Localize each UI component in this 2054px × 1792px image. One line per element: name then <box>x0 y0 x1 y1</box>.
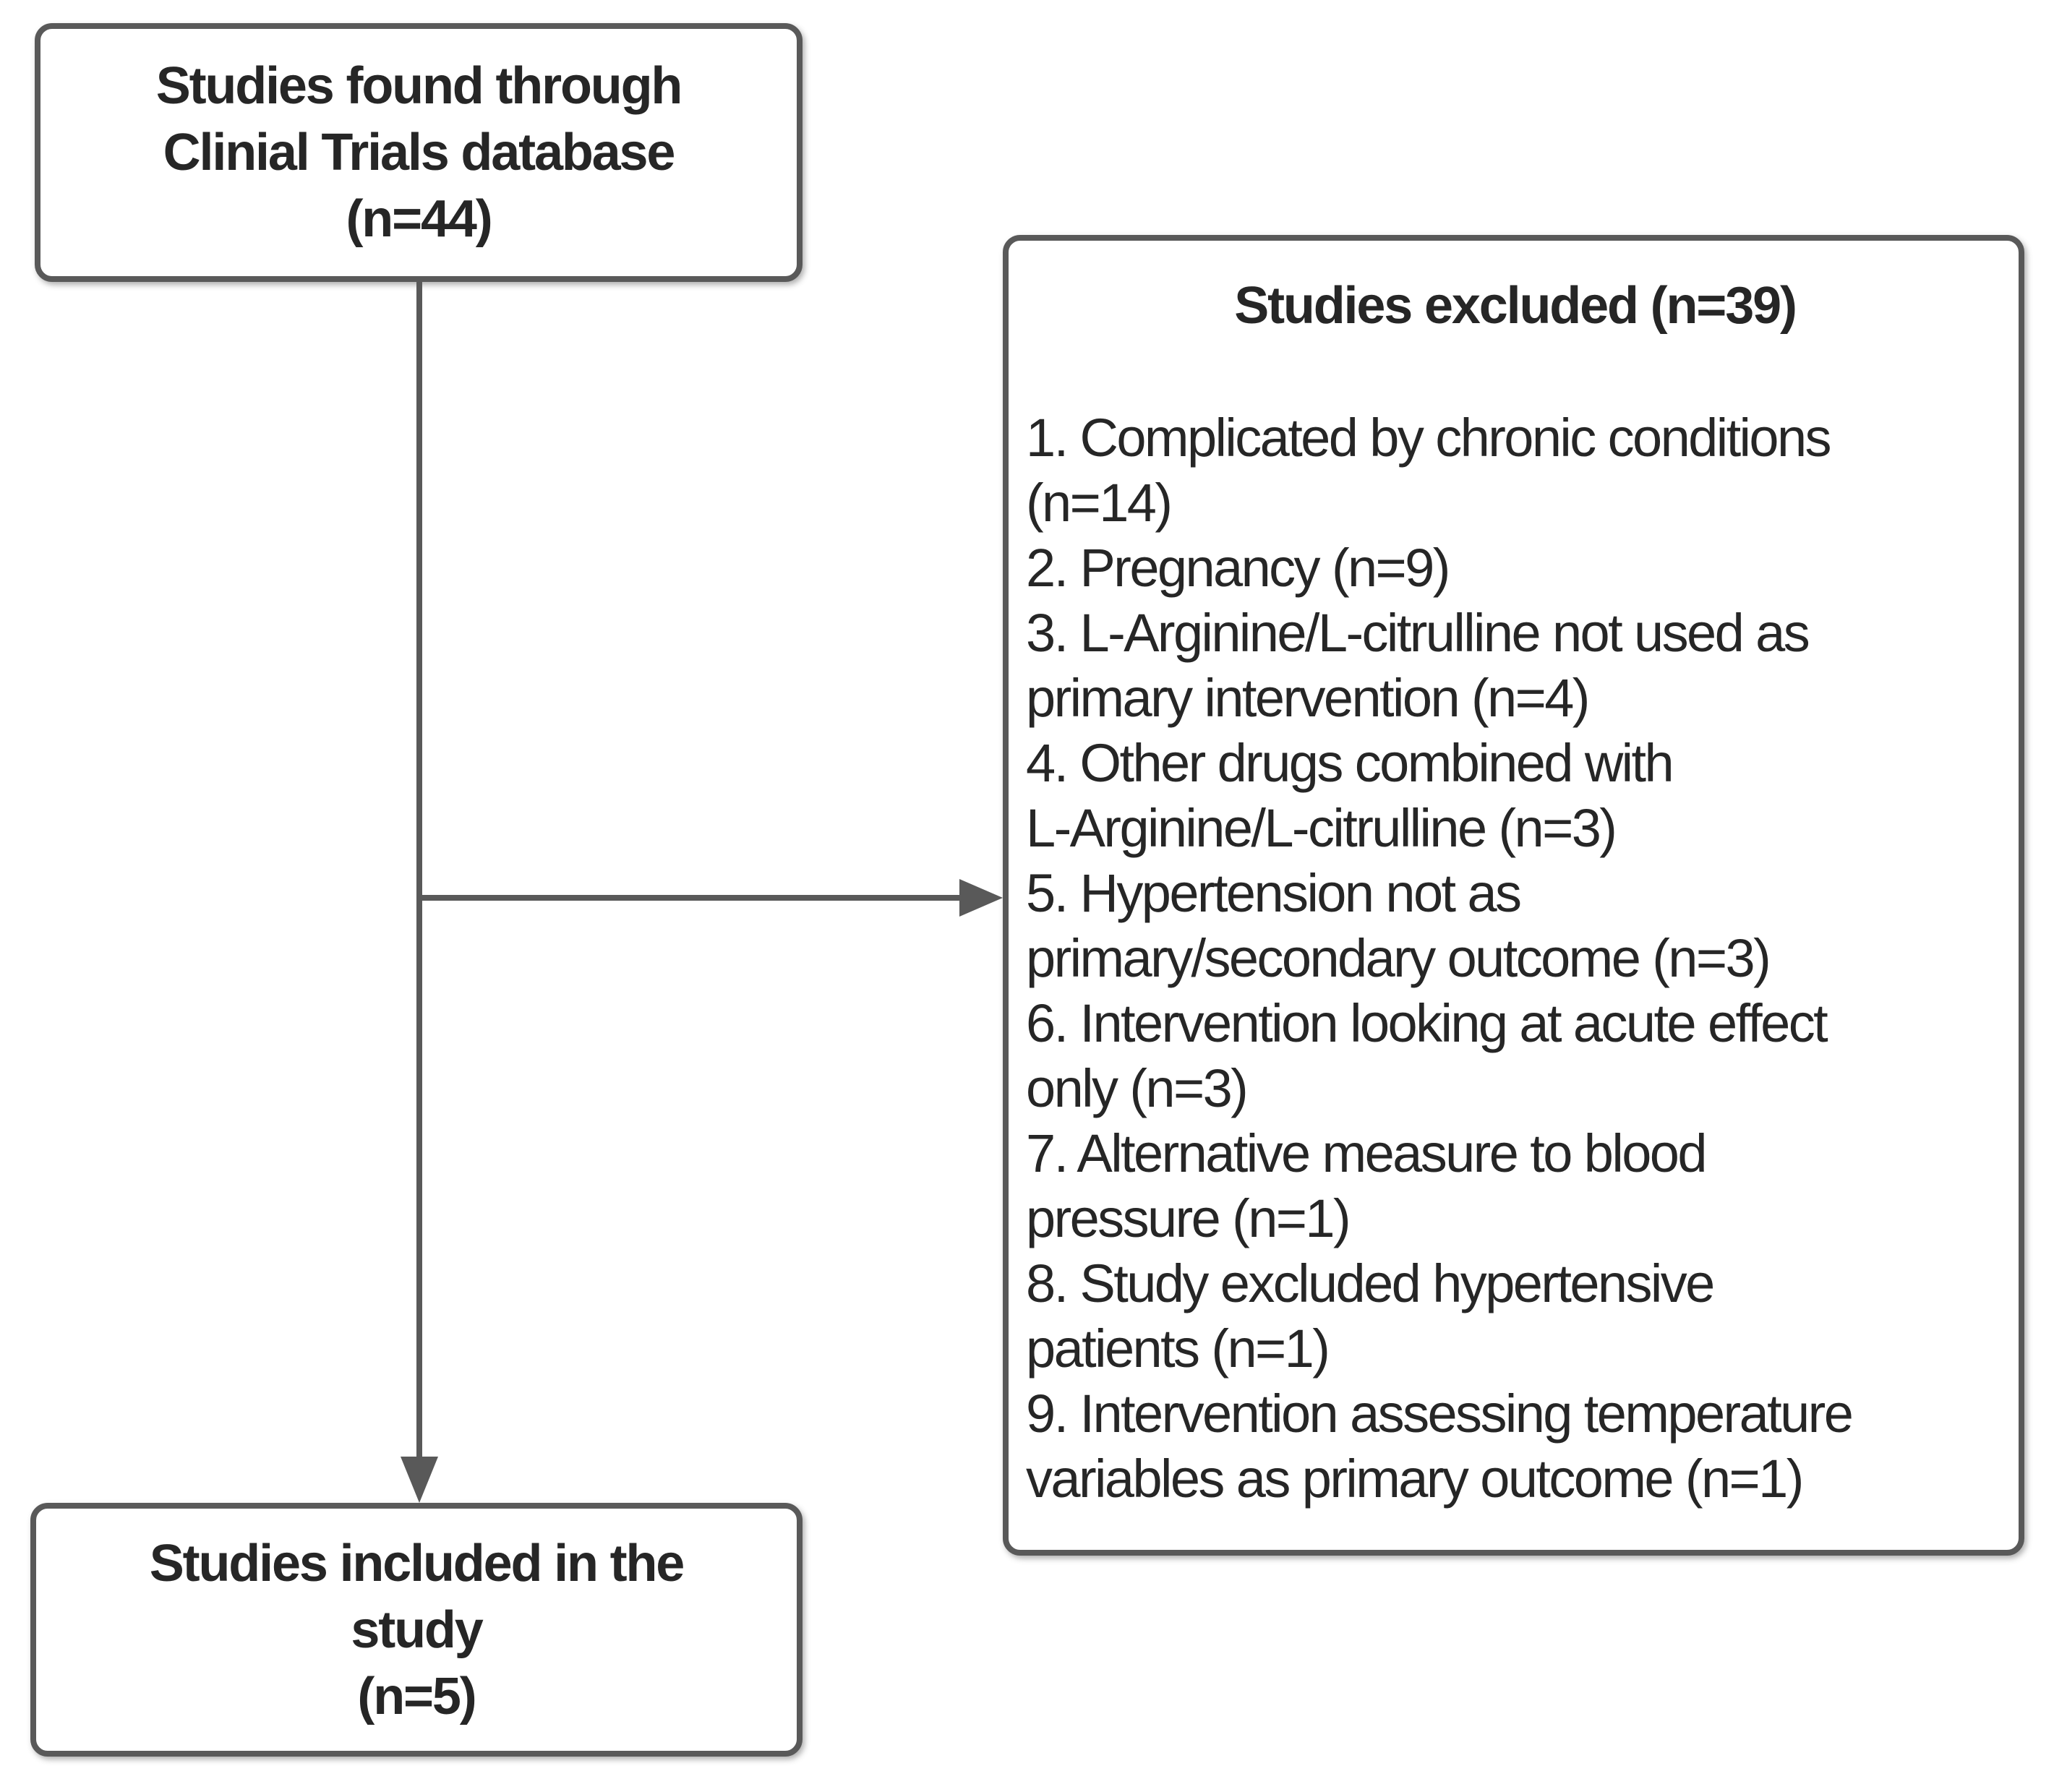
box-studies-found-text: Studies found through Clinial Trials dat… <box>155 57 683 248</box>
arrow-head-down-icon <box>401 1457 438 1503</box>
box-studies-excluded: Studies excluded (n=39) 1. Complicated b… <box>1003 235 2024 1556</box>
excluded-item: 2. Pregnancy (n=9) <box>1026 538 1450 598</box>
excluded-item: 8. Study excluded hypertensive patients … <box>1026 1253 1715 1379</box>
excluded-item: 1. Complicated by chronic conditions (n=… <box>1026 408 1832 533</box>
arrow-head-right-icon <box>959 879 1003 917</box>
arrow-line-horizontal <box>419 895 962 901</box>
excluded-reasons-list: 1. Complicated by chronic conditions (n=… <box>1026 406 2004 1512</box>
box-studies-included-text: Studies included in the study (n=5) <box>149 1534 685 1725</box>
arrow-line-vertical <box>416 282 422 1457</box>
excluded-item: 4. Other drugs combined with L-Arginine/… <box>1026 733 1674 858</box>
excluded-item: 7. Alternative measure to blood pressure… <box>1026 1123 1707 1248</box>
excluded-item: 3. L-Arginine/L-citrulline not used as p… <box>1026 603 1810 728</box>
box-studies-found: Studies found through Clinial Trials dat… <box>35 23 803 282</box>
excluded-item: 5. Hypertension not as primary/secondary… <box>1026 863 1771 988</box>
box-studies-excluded-title: Studies excluded (n=39) <box>1234 277 1797 335</box>
box-studies-included: Studies included in the study (n=5) <box>30 1503 803 1757</box>
excluded-item: 6. Intervention looking at acute effect … <box>1026 993 1828 1118</box>
excluded-item: 9. Intervention assessing temperature va… <box>1026 1384 1854 1509</box>
